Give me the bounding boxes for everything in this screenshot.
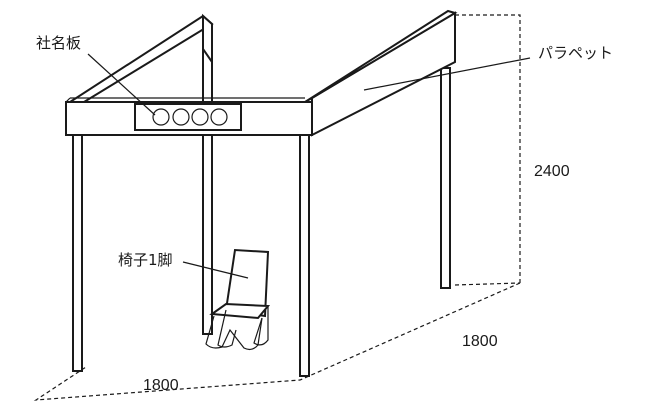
front-right-post bbox=[299, 134, 310, 377]
depth-dimension: 1800 bbox=[462, 333, 498, 350]
parapet-label: パラペット bbox=[538, 44, 613, 62]
sign-circle-2 bbox=[172, 108, 190, 126]
sign-circle-4 bbox=[210, 108, 228, 126]
height-dimension: 2400 bbox=[534, 163, 570, 180]
parapet-leader bbox=[363, 57, 531, 91]
width-dimension: 1800 bbox=[143, 377, 179, 394]
floor-outline bbox=[33, 14, 521, 401]
sign-board-label: 社名板 bbox=[36, 34, 81, 52]
front-left-post bbox=[72, 134, 83, 372]
back-right-post bbox=[440, 67, 451, 289]
front-beam bbox=[65, 97, 313, 136]
sign-leader bbox=[87, 53, 156, 116]
front-posts bbox=[72, 134, 310, 377]
back-left-post bbox=[202, 48, 213, 335]
sign-board bbox=[134, 103, 242, 131]
sign-circle-1 bbox=[152, 108, 170, 126]
chair bbox=[205, 248, 271, 351]
left-beam bbox=[66, 13, 214, 103]
sign-circle-3 bbox=[191, 108, 209, 126]
chair-leader bbox=[182, 261, 249, 279]
leader-lines bbox=[87, 53, 531, 279]
chair-seat bbox=[209, 302, 271, 320]
parapet-panel bbox=[304, 9, 458, 137]
chair-label: 椅子1脚 bbox=[118, 251, 173, 269]
